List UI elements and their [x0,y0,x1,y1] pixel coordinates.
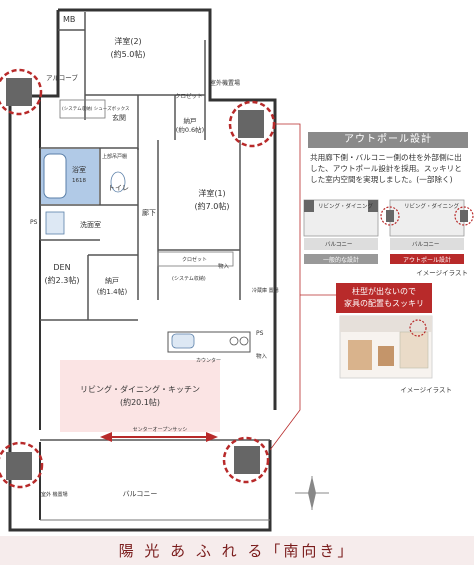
center-sash-arrow [100,432,218,442]
bath-label: 浴室 [72,165,86,174]
ldk-label: リビング・ダイニング・キッチン [80,384,200,394]
storage14-label: 納戸 [105,276,119,285]
callout-lines [269,123,336,451]
balcony-label: バルコニー [123,490,158,498]
mb-label: MB [63,15,75,24]
label-outpole: アウトポール設計 [403,256,451,264]
ps-right-label: PS [256,330,264,337]
counter-label: カウンター [196,357,221,364]
washroom-label: 洗面室 [80,220,101,229]
closet-top-label: クロゼット [175,92,203,100]
washbasin [45,211,65,235]
storage06-size: (約0.6帖) [176,125,204,134]
label-normal-bg [304,254,378,264]
callout-line1: 柱型が出ないので [352,287,416,296]
room-illustration [339,315,433,379]
diag-left-balcony: バルコニー [325,241,352,248]
pillars [6,78,264,480]
den-label: DEN [53,263,70,272]
western2-label: 洋室(2) [114,36,141,46]
outdoor-unit-label: 室外機置場 [210,79,240,87]
panel-image-caption: イメージイラスト [416,269,468,277]
bath-size: 1618 [72,178,86,184]
entrance-label: 玄関 [112,113,126,122]
storage06-label: 納戸 [184,116,198,125]
headline-band [0,536,474,565]
sink [171,333,195,349]
ps-left-label: PS [30,219,38,226]
label-normal: 一般的な設計 [323,256,359,264]
panel-title: アウトポール設計 [308,132,468,148]
callout-box: 柱型が出ないので 家具の配置もスッキリ [336,283,432,313]
storage-box-label: 物入 [218,262,230,270]
stove-burner [229,336,239,346]
diag-right-room: リビング・ダイニング [404,202,460,210]
den-size: (約2.3帖) [45,275,80,285]
western1-label: 洋室(1) [198,188,225,198]
refrigerator-label: 冷蔵庫 置場 [252,287,279,294]
outpole-diagram-outpole [380,199,474,250]
toilet-fixture [110,171,126,193]
closet-sys-label: (システム収納) [172,275,206,282]
shoebox-label: (システム収納) シューズボックス [62,105,130,112]
storage14-size: (約1.4帖) [97,287,128,296]
hallway-label: 廊下 [142,208,156,217]
diag-left-room: リビング・ダイニング [318,202,374,210]
upper-cabinet-label: 上部吊戸棚 [102,153,127,160]
diag-right-balcony: バルコニー [412,241,439,248]
interior-walls [39,12,270,441]
outpole-diagram-normal [303,199,379,250]
storage-right-label: 物入 [256,352,268,360]
callout-caption: イメージイラスト [400,386,452,394]
western1-size: (約7.0帖) [195,201,230,211]
closet-mid-label: クロゼット [182,256,207,263]
panel-body: 共用廊下側・バルコニー側の柱を外部側に出した、アウトポール設計を採用。スッキリと… [310,153,462,184]
compass-icon [295,476,329,510]
shoe-box [59,99,106,119]
headline: 陽 光 あ ふ れ る「南向き」 [118,542,356,560]
ldk-area [60,360,220,432]
label-outpole-bg [390,254,464,264]
western2-size: (約5.0帖) [111,49,146,59]
center-sash-label: センターオープンサッシ [133,426,188,433]
stove-burner [239,336,249,346]
ac-unit-label: 室外 機置場 [41,491,68,498]
closet-mid [157,251,234,267]
callout-line2: 家具の配置もスッキリ [344,299,424,308]
ldk-size: (約20.1帖) [120,397,160,407]
alcove-label: アルコーブ [46,73,78,82]
outpole-panel: アウトポール設計 共用廊下側・バルコニー側の柱を外部側に出した、アウトポール設計… [308,132,468,282]
toilet-label: トイレ [108,184,129,192]
bathtub [43,153,67,199]
